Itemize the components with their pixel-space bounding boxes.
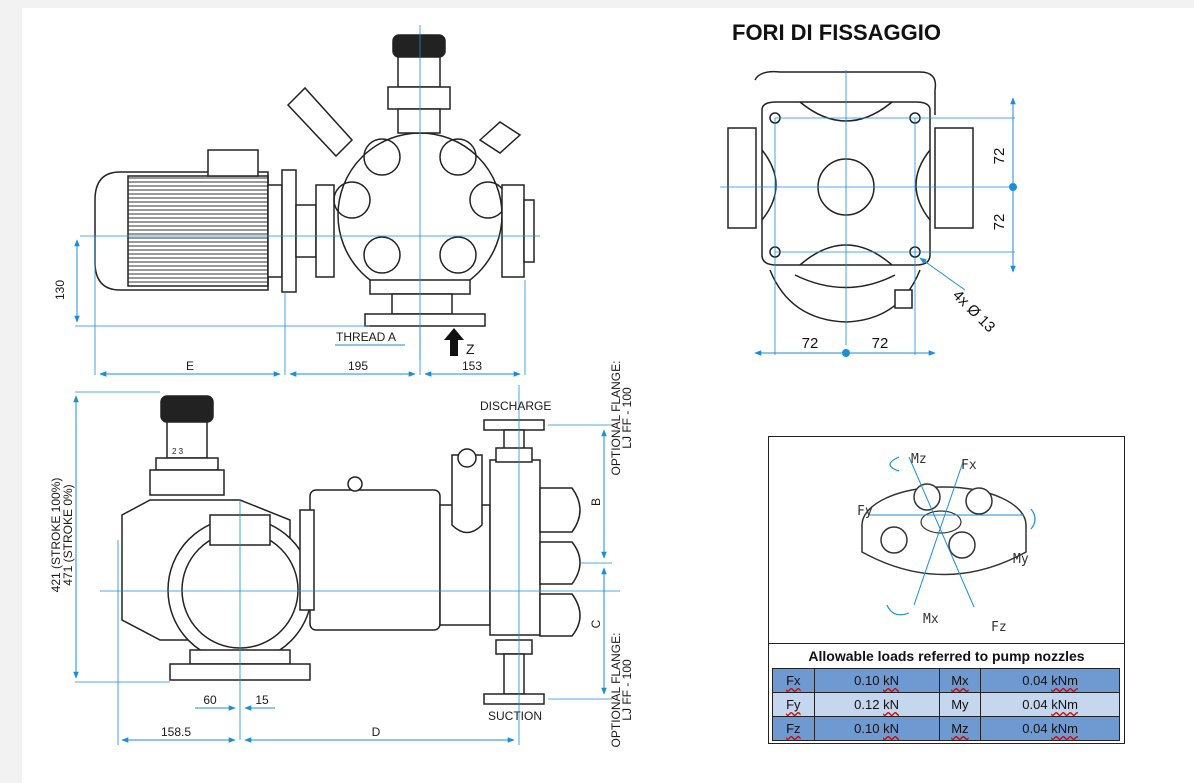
center-dot-icon (842, 349, 850, 357)
top-view-dimensions (74, 239, 521, 377)
label-fz: Fz (991, 620, 1007, 635)
front-view-centerlines (75, 385, 620, 745)
holes-view-centerlines (720, 70, 1015, 355)
dim-15: 15 (255, 693, 269, 707)
dim-d: D (372, 725, 381, 739)
moment-symbol: My (938, 692, 982, 717)
force-value: 0.10 kN (813, 716, 940, 741)
label-mx: Mx (923, 612, 939, 627)
dim-v-72-top: 72 (991, 148, 1008, 165)
flange-top-line2: LJ FF - 100 (620, 387, 634, 449)
z-arrow-icon (444, 328, 464, 356)
holes-spec: 4x Ø 13 (949, 287, 998, 336)
dim-h-72-left: 72 (802, 335, 819, 352)
holes-view (727, 70, 974, 323)
table-row: Fx 0.10 kN Mx 0.04 kNm (772, 668, 1120, 693)
force-symbol: Fz (772, 716, 815, 741)
thread-a-label: THREAD A (336, 330, 396, 344)
top-view (94, 34, 535, 327)
force-value: 0.10 kN (813, 668, 940, 693)
dim-h-72-right: 72 (872, 335, 889, 352)
front-view (121, 395, 581, 705)
dim-153: 153 (462, 359, 482, 373)
center-dot-icon (1009, 183, 1017, 191)
dim-158-5: 158.5 (161, 725, 191, 739)
table-row: Fz 0.10 kN Mz 0.04 kNm (772, 716, 1120, 741)
moment-value: 0.04 kNm (980, 668, 1120, 693)
flange-bottom-line1: OPTIONAL FLANGE: (609, 633, 623, 748)
force-symbol: Fy (772, 692, 815, 717)
label-fx: Fx (961, 458, 977, 473)
dim-195: 195 (348, 359, 368, 373)
discharge-label: DISCHARGE (480, 399, 551, 413)
moment-symbol: Mx (938, 668, 982, 693)
label-fy: Fy (857, 504, 873, 519)
label-mz: Mz (911, 452, 927, 467)
front-view-dimensions (73, 395, 607, 743)
allowable-loads-panel: Mz Fx Fy My Mx Fz Allowable loads referr… (768, 436, 1125, 744)
dim-130: 130 (53, 280, 67, 300)
dim-b: B (589, 498, 603, 506)
nozzle-loads-diagram: Mz Fx Fy My Mx Fz (857, 452, 1036, 635)
suction-label: SUCTION (488, 709, 542, 723)
moment-value: 0.04 kNm (980, 716, 1120, 741)
holes-view-dimensions (754, 97, 1016, 356)
dim-60: 60 (203, 693, 217, 707)
force-value: 0.12 kN (813, 692, 940, 717)
force-symbol: Fx (772, 668, 815, 693)
dim-c: C (589, 619, 603, 628)
dim-e: E (186, 359, 194, 373)
dim-471: 471 (STROKE 0%) (61, 484, 75, 585)
loads-table: Fx 0.10 kN Mx 0.04 kNm Fy 0.12 kN My 0.0… (772, 668, 1120, 741)
flange-top-line1: OPTIONAL FLANGE: (609, 361, 623, 476)
mounting-holes-title: FORI DI FISSAGGIO (732, 20, 942, 45)
label-my: My (1013, 552, 1029, 567)
top-view-centerlines (75, 25, 540, 375)
loads-caption: Allowable loads referred to pump nozzles (769, 643, 1124, 668)
z-label: Z (466, 341, 475, 357)
knob-marks: 2 3 (172, 447, 184, 456)
dim-421: 421 (STROKE 100%) (49, 478, 63, 593)
table-row: Fy 0.12 kN My 0.04 kNm (772, 692, 1120, 717)
moment-symbol: Mz (938, 716, 982, 741)
dim-v-72-bottom: 72 (991, 214, 1008, 231)
moment-value: 0.04 kNm (980, 692, 1120, 717)
flange-bottom-line2: LJ FF - 100 (620, 659, 634, 721)
